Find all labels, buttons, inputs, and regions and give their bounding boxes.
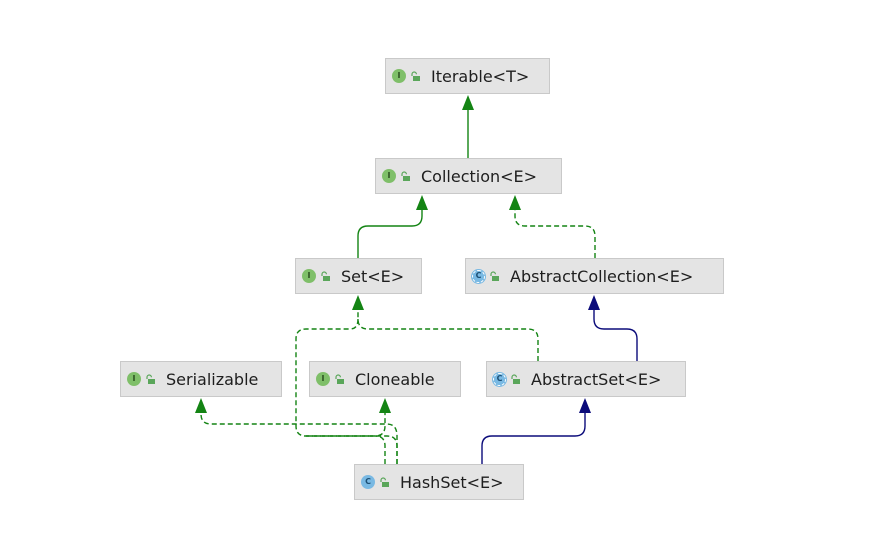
lock-icon (321, 270, 330, 281)
node-label: Set<E> (341, 266, 405, 286)
interface-icon: I (316, 372, 330, 386)
edge-hashset-to-set (295, 318, 398, 464)
node-iterable[interactable]: I Iterable<T> (385, 58, 550, 94)
node-collection[interactable]: I Collection<E> (375, 158, 562, 194)
arrowhead-collection (509, 195, 521, 210)
node-label: Iterable<T> (431, 66, 530, 86)
lock-icon (411, 70, 420, 81)
lock-icon (380, 476, 389, 487)
node-label: AbstractSet<E> (531, 369, 662, 389)
arrowhead-set (352, 295, 364, 310)
edge-set-to-collection (357, 210, 423, 258)
lock-icon (511, 373, 520, 384)
edge-abstractset-to-set (357, 310, 539, 361)
node-set[interactable]: I Set<E> (295, 258, 422, 294)
class-icon: C (361, 475, 375, 489)
edge-hashset-to-serializable (200, 413, 398, 464)
edge-hashset-to-abstractset (481, 413, 586, 464)
interface-icon: I (302, 269, 316, 283)
node-abstractset[interactable]: C AbstractSet<E> (486, 361, 686, 397)
interface-icon: I (382, 169, 396, 183)
node-label: HashSet<E> (400, 472, 504, 492)
node-label: AbstractCollection<E> (510, 266, 694, 286)
lock-icon (335, 373, 344, 384)
edge-abstractset-to-abstractcollection (593, 310, 638, 361)
node-label: Serializable (166, 369, 259, 389)
node-label: Cloneable (355, 369, 435, 389)
edge-abstractcollection-to-collection (514, 210, 596, 258)
arrowhead-abstractset (579, 398, 591, 413)
abstract-class-icon: C (471, 268, 486, 284)
node-hashset[interactable]: C HashSet<E> (354, 464, 524, 500)
interface-icon: I (392, 69, 406, 83)
arrowhead-cloneable (379, 398, 391, 413)
node-label: Collection<E> (421, 166, 538, 186)
node-cloneable[interactable]: I Cloneable (309, 361, 461, 397)
arrowhead-serializable (195, 398, 207, 413)
lock-icon (146, 373, 155, 384)
arrowhead-abstractcollection (588, 295, 600, 310)
arrowhead-iterable (462, 95, 474, 110)
abstract-class-icon: C (492, 371, 507, 387)
node-serializable[interactable]: I Serializable (120, 361, 282, 397)
lock-icon (401, 170, 410, 181)
arrowhead-collection (416, 195, 428, 210)
node-abstractcollection[interactable]: C AbstractCollection<E> (465, 258, 724, 294)
interface-icon: I (127, 372, 141, 386)
edge-hashset-to-cloneable (306, 413, 386, 464)
lock-icon (490, 270, 499, 281)
